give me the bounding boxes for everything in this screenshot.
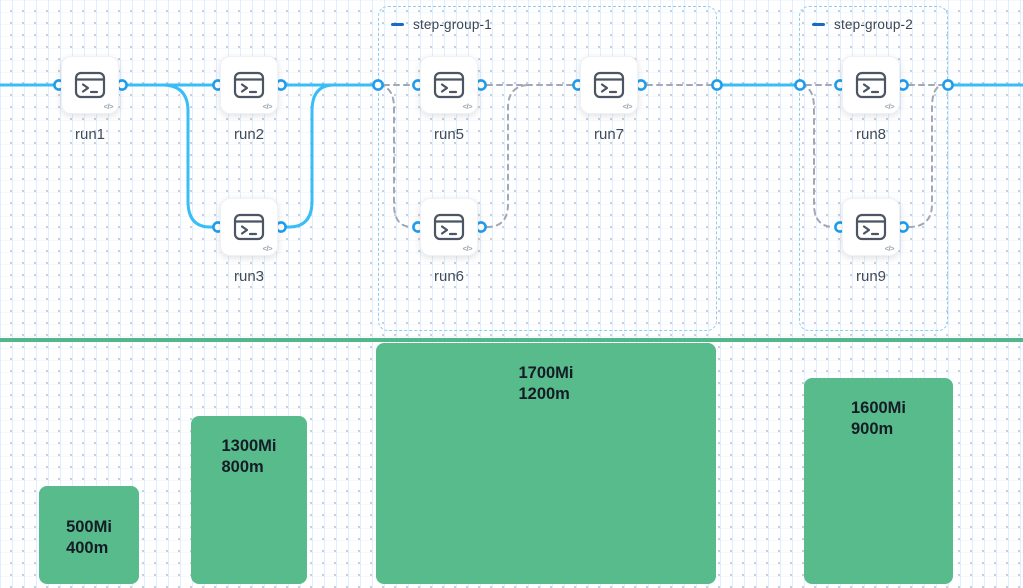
terminal-icon — [593, 71, 625, 99]
memory-value: 500Mi — [66, 518, 112, 536]
node-run3[interactable]: </> — [220, 198, 278, 256]
code-icon: </> — [622, 102, 633, 111]
node-run8[interactable]: </> — [842, 56, 900, 114]
terminal-icon — [233, 71, 265, 99]
code-icon: </> — [262, 244, 273, 253]
resource-bar-1: 500Mi 400m — [39, 486, 139, 584]
collapse-minus-icon[interactable] — [812, 22, 825, 27]
node-run6[interactable]: </> — [420, 198, 478, 256]
resource-bar-2: 1300Mi 800m — [191, 416, 307, 584]
cpu-value: 400m — [66, 539, 109, 557]
code-icon: </> — [884, 244, 895, 253]
step-group-2-container[interactable]: step-group-2 — [799, 6, 948, 331]
cpu-value: 900m — [850, 420, 894, 438]
resource-bar-label: 500Mi 400m — [66, 517, 112, 559]
resource-bar-label: 1700Mi 1200m — [518, 363, 573, 405]
node-label-run6: run6 — [433, 268, 465, 285]
step-group-label: step-group-2 — [834, 17, 913, 32]
node-label-run3: run3 — [233, 268, 265, 285]
node-run9[interactable]: </> — [842, 198, 900, 256]
node-run1[interactable]: </> — [61, 56, 119, 114]
memory-value: 1600Mi — [850, 399, 907, 417]
terminal-icon — [855, 213, 887, 241]
code-icon: </> — [462, 244, 473, 253]
node-label-run9: run9 — [855, 268, 887, 285]
node-run7[interactable]: </> — [580, 56, 638, 114]
node-label-run5: run5 — [433, 126, 465, 143]
resource-divider-line — [0, 338, 1023, 342]
node-label-run7: run7 — [593, 126, 625, 143]
memory-value: 1300Mi — [221, 437, 277, 455]
step-group-1-header: step-group-1 — [391, 17, 492, 32]
code-icon: </> — [462, 102, 473, 111]
resource-bar-4: 1600Mi 900m — [804, 378, 953, 584]
cpu-value: 800m — [221, 458, 264, 476]
node-run2[interactable]: </> — [220, 56, 278, 114]
cpu-value: 1200m — [518, 385, 570, 403]
code-icon: </> — [103, 102, 114, 111]
node-label-run1: run1 — [74, 126, 106, 143]
resource-bar-label: 1600Mi 900m — [851, 398, 906, 440]
edge-run3-merge — [284, 83, 336, 229]
resource-bar-3: 1700Mi 1200m — [376, 343, 716, 584]
terminal-icon — [233, 213, 265, 241]
edge-run1-run3 — [160, 83, 215, 229]
resource-bar-label: 1300Mi 800m — [221, 436, 276, 478]
node-label-run2: run2 — [233, 126, 265, 143]
code-icon: </> — [262, 102, 273, 111]
memory-value: 1700Mi — [518, 364, 574, 382]
collapse-minus-icon[interactable] — [391, 22, 404, 27]
terminal-icon — [855, 71, 887, 99]
terminal-icon — [433, 71, 465, 99]
terminal-icon — [433, 213, 465, 241]
terminal-icon — [74, 71, 106, 99]
step-group-label: step-group-1 — [413, 17, 492, 32]
node-run5[interactable]: </> — [420, 56, 478, 114]
node-label-run8: run8 — [855, 126, 887, 143]
step-group-2-header: step-group-2 — [812, 17, 913, 32]
code-icon: </> — [884, 102, 895, 111]
